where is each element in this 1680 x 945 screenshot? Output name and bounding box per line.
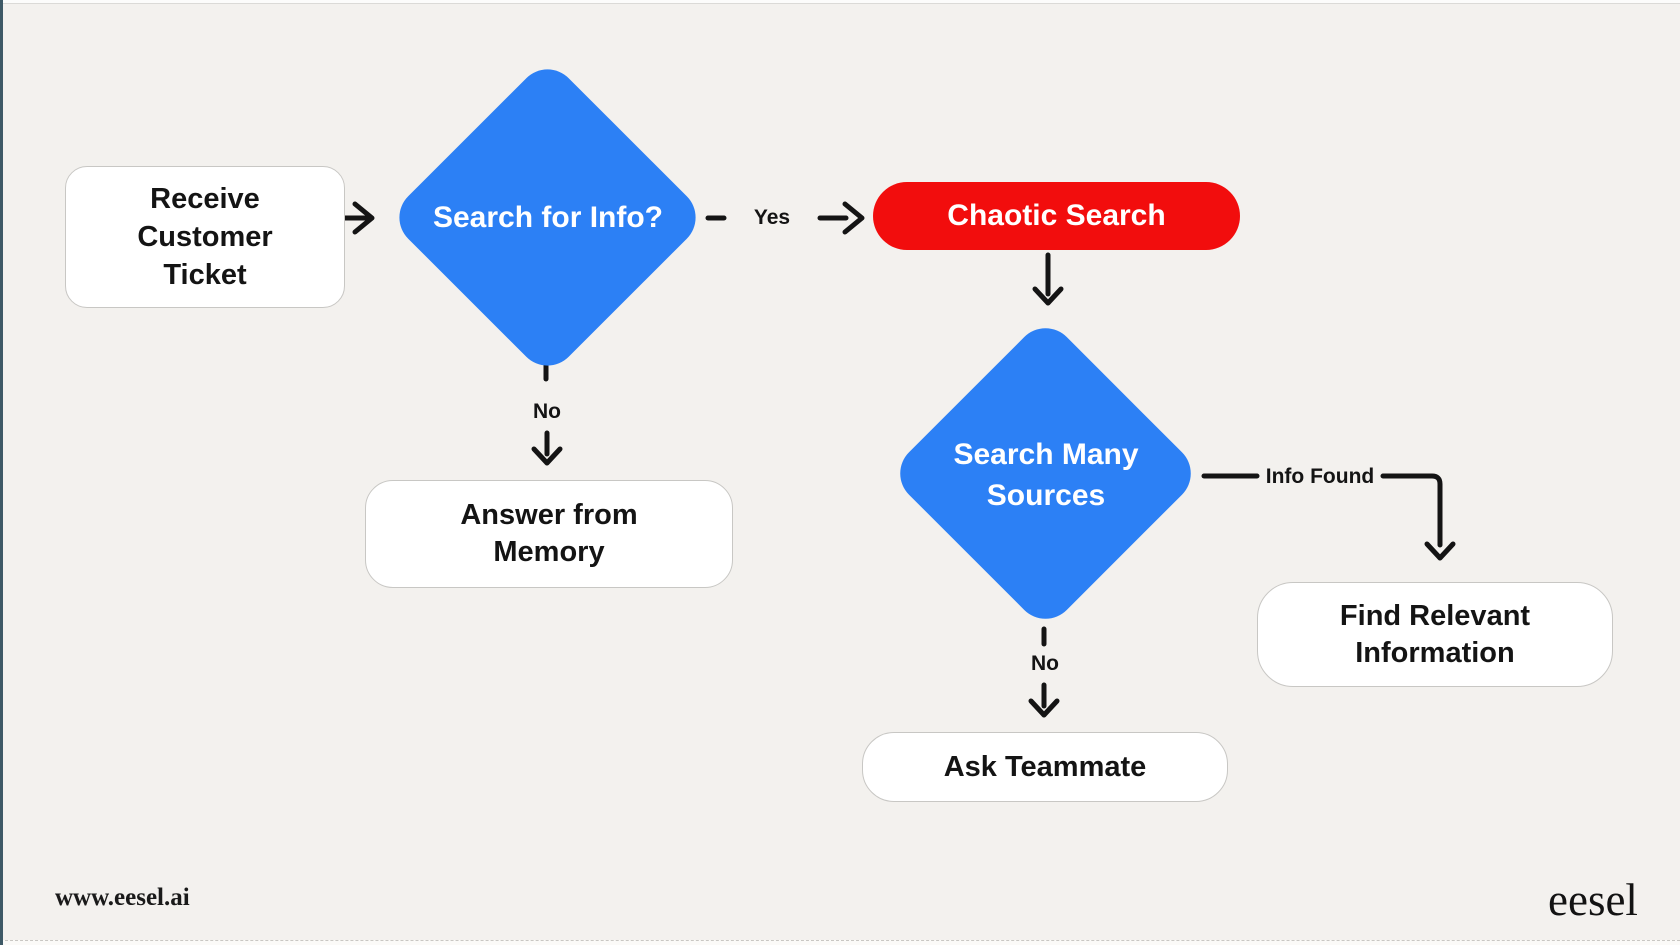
edge-info-found-segments [1201,473,1456,561]
node-search-for-info-label: Search for Info? [432,201,664,234]
bottom-edge-strip [0,940,1680,945]
node-ask-teammate: Ask Teammate [862,732,1228,802]
node-answer-label: Answer from Memory [460,499,638,568]
left-edge-strip [0,0,3,945]
edge-label-info-found: Info Found [1265,465,1375,488]
node-answer-from-memory: Answer from Memory [365,480,733,588]
edge-yes-segments [705,201,865,235]
top-edge-strip [0,0,1680,4]
edge-label-no-memory: No [533,400,561,423]
edge-label-yes: Yes [753,206,791,229]
node-find-relevant-information: Find Relevant Information [1257,582,1613,687]
node-receive-customer-ticket: Receive Customer Ticket [65,166,345,308]
eesel-logo-wordmark: eesel [1548,875,1638,925]
arrow-chaotic-to-searchmany [1032,252,1064,306]
node-ask-label: Ask Teammate [943,750,1147,783]
footer-website-url: www.eesel.ai [55,884,190,911]
node-chaotic-search: Chaotic Search [873,182,1240,250]
node-search-many-sources-label: Search Many Sources [953,438,1139,512]
node-find-label: Find Relevant Information [1339,599,1531,669]
edge-no-to-ask [1028,626,1060,718]
node-chaotic-search-label: Chaotic Search [947,199,1166,232]
edge-label-no-ask: No [1031,652,1059,675]
node-receive-label: Receive Customer Ticket [137,183,273,291]
arrow-receive-to-search [338,201,375,235]
